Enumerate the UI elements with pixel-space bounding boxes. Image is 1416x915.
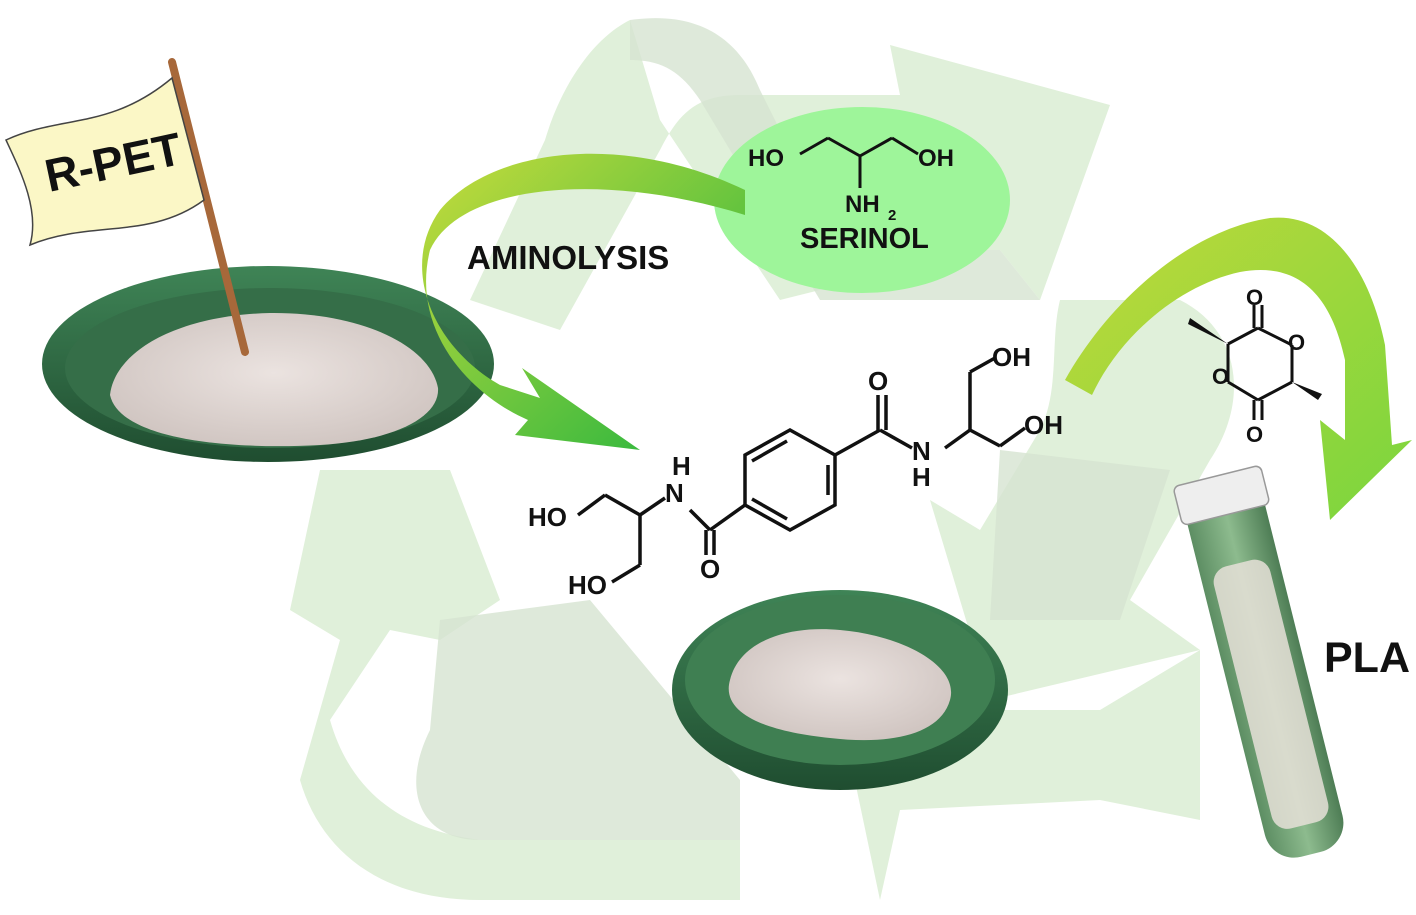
diamide-ho-bottom: HO: [568, 570, 607, 600]
lactide-o3: O: [1212, 364, 1229, 389]
recycle-arrow-left-shade: [416, 600, 740, 840]
serinol-label: SERINOL: [800, 223, 929, 255]
diamide-nh-left-n: N: [665, 478, 684, 508]
rpet-flag: [5, 58, 249, 356]
lactide-methyl-wedge-left: [1188, 318, 1228, 344]
diamide-ho-left: HO: [528, 502, 567, 532]
aminolysis-label: AMINOLYSIS: [467, 239, 670, 276]
rpet-flakes: [110, 312, 439, 447]
pla-label: PLA: [1324, 634, 1410, 682]
serinol-nh2: NH: [845, 191, 880, 218]
serinol-bubble: HO OH NH 2: [714, 107, 1010, 293]
serinol-nh2-subscript: 2: [888, 207, 896, 224]
diamide-nh-right-n: N: [912, 436, 931, 466]
flag-cloth: [5, 76, 205, 247]
pla-tube-cap: [1173, 465, 1270, 526]
serinol-structure: [799, 136, 919, 188]
serinol-ho: HO: [748, 145, 784, 172]
polymerization-arrow: [1065, 217, 1412, 520]
lactide-methyl-wedge-right: [1292, 382, 1322, 400]
lactide-o4: O: [1246, 422, 1263, 447]
lactide-o1: O: [1246, 285, 1263, 310]
lactide-structure: [1226, 305, 1294, 420]
recycle-arrow-right-shade: [990, 450, 1170, 620]
lactide-o2: O: [1288, 330, 1305, 355]
serinol-bubble-shape: [714, 107, 1010, 293]
diamide-nh-left-h: H: [672, 451, 691, 481]
diamide-oh-top: OH: [992, 342, 1031, 372]
serinol-oh: OH: [918, 145, 954, 172]
flag-stick: [168, 58, 249, 356]
product-dish: [672, 590, 1008, 790]
rpet-dish: [42, 266, 494, 462]
diamide-structure: [576, 356, 1027, 584]
diamide-o-bottom: O: [700, 554, 720, 584]
diamide-oh-right: OH: [1024, 410, 1063, 440]
product-powder: [728, 629, 952, 741]
aminolysis-arrow: [422, 153, 745, 451]
diamide-nh-right-h: H: [912, 462, 931, 492]
benzene-ring: [743, 427, 837, 533]
recycle-arrow-left: [290, 470, 740, 900]
pla-tube: [1173, 465, 1344, 858]
recycle-arrow-top-shade: [630, 18, 1040, 300]
pla-tube-content: [1213, 559, 1329, 829]
diamide-o-top: O: [868, 366, 888, 396]
